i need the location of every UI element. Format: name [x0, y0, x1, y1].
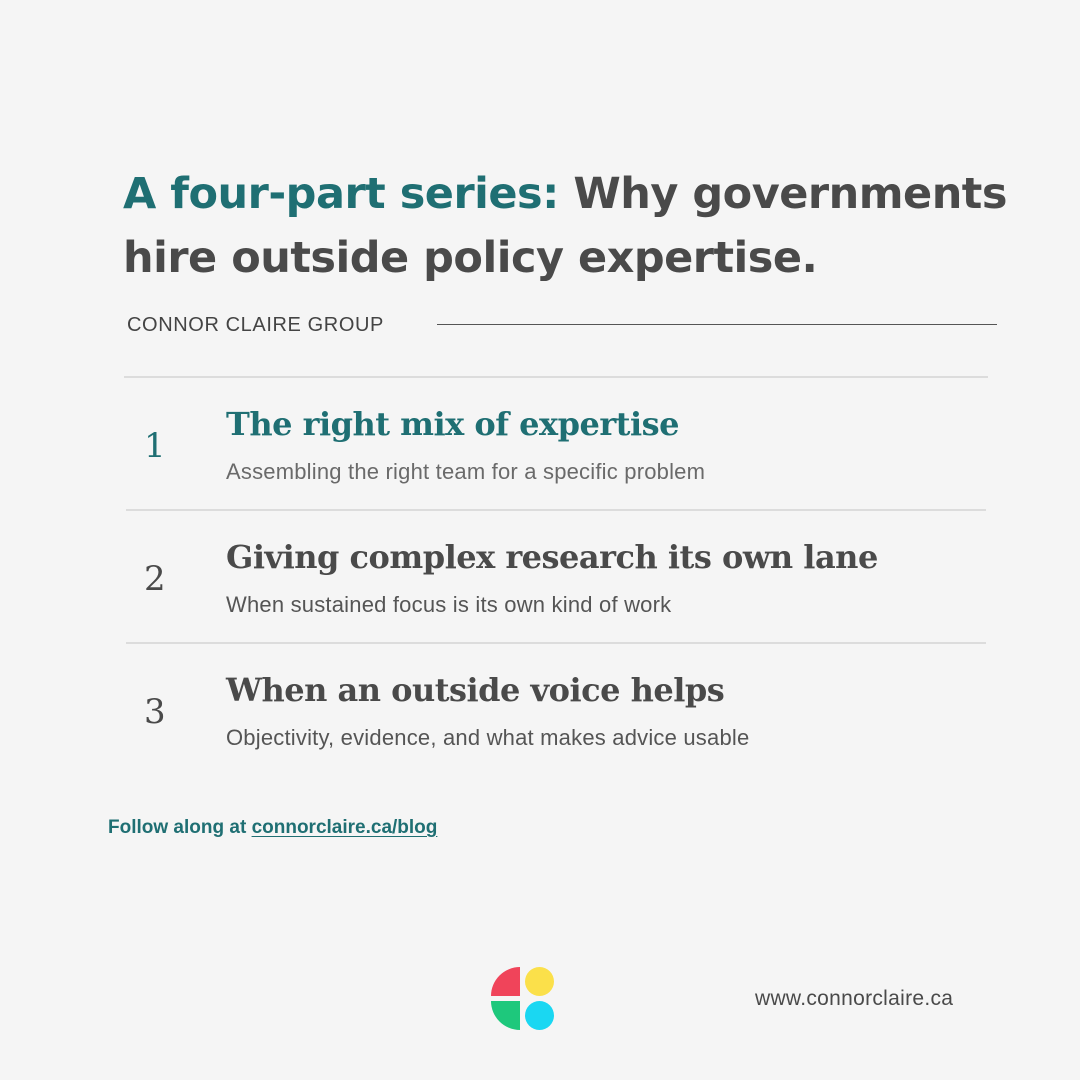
series-item-1[interactable]: 1 The right mix of expertise Assembling …: [124, 378, 986, 508]
logo-red-quarter: [491, 967, 520, 996]
org-name: CONNOR CLAIRE GROUP: [127, 314, 384, 336]
four-shape-logo-icon: [491, 967, 555, 1031]
website-url: www.connorclaire.ca: [755, 987, 954, 1010]
item-subtitle: When sustained focus is its own kind of …: [226, 592, 672, 617]
item-subtitle: Objectivity, evidence, and what makes ad…: [226, 725, 750, 750]
series-title-accent: A four-part series:: [123, 169, 559, 219]
item-title: Giving complex research its own lane: [226, 538, 878, 576]
item-title: When an outside voice helps: [226, 671, 725, 709]
item-number: 3: [144, 692, 166, 732]
item-number: 1: [144, 426, 166, 466]
list-divider: [126, 642, 986, 644]
item-subtitle: Assembling the right team for a specific…: [226, 459, 706, 484]
list-divider: [126, 509, 986, 511]
blog-link[interactable]: connorclaire.ca/blog: [251, 817, 438, 838]
logo-green-quarter: [491, 1001, 520, 1030]
item-number: 2: [144, 559, 166, 599]
follow-prefix: Follow along at: [108, 817, 247, 838]
list-divider-top: [124, 376, 988, 378]
series-item-3[interactable]: 3 When an outside voice helps Objectivit…: [124, 644, 986, 774]
item-title: The right mix of expertise: [226, 405, 679, 443]
series-item-2[interactable]: 2 Giving complex research its own lane W…: [124, 511, 986, 641]
series-title: A four-part series: Why governments hire…: [123, 162, 1023, 290]
org-row: CONNOR CLAIRE GROUP: [127, 312, 997, 338]
series-title-main: Why governments hire outside policy expe…: [123, 169, 1007, 283]
logo-yellow-circle: [525, 967, 554, 996]
follow-along-text: Follow along at connorclaire.ca/blog: [108, 815, 437, 841]
org-divider-line: [437, 324, 997, 325]
logo-cyan-circle: [525, 1001, 554, 1030]
